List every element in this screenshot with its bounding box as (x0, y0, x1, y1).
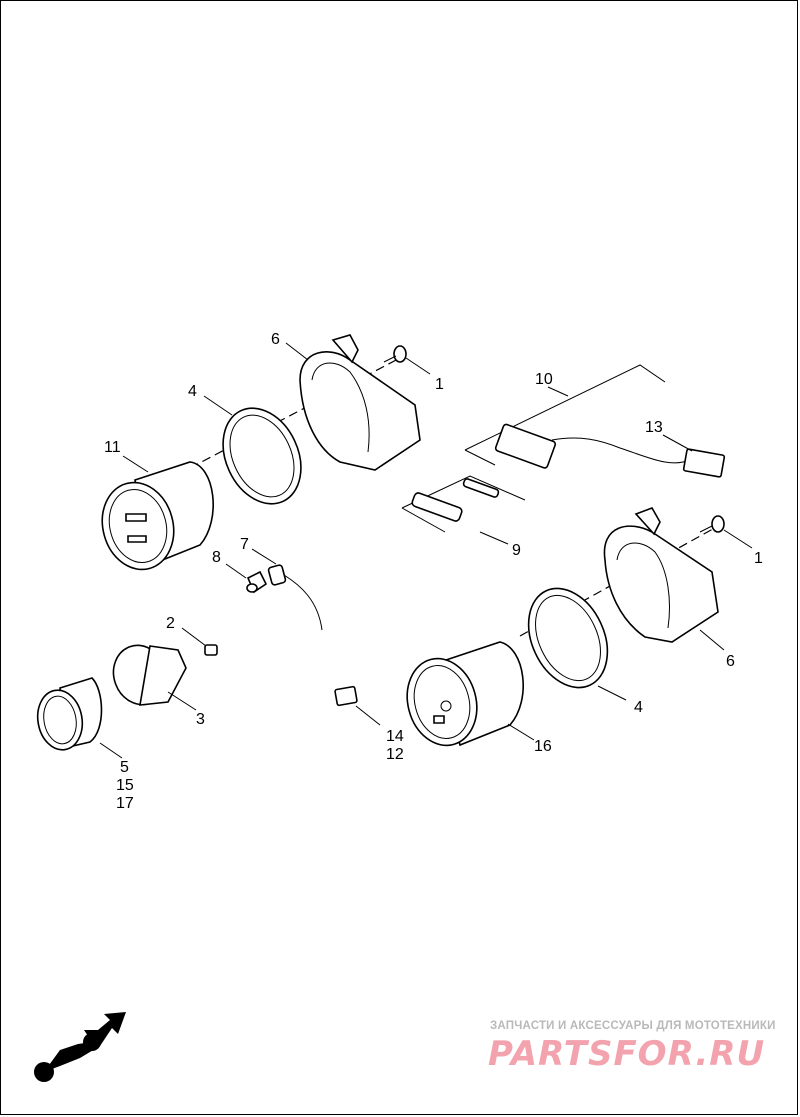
cup-housing-upper (300, 335, 420, 470)
leader-lines (99, 342, 753, 759)
callout-11: 11 (104, 439, 121, 456)
terminal-strip (401, 475, 526, 533)
watermark-brand: PARTSFOR.RU (488, 1034, 766, 1074)
gauge-upper (93, 462, 213, 578)
callout-7: 7 (240, 536, 249, 553)
callout-6-lower: 6 (726, 653, 735, 670)
bracket (105, 638, 186, 712)
screw-upper (384, 346, 406, 362)
callout-12: 12 (386, 746, 404, 763)
callout-1-lower: 1 (754, 550, 763, 567)
callout-15: 15 (116, 777, 134, 794)
callout-10: 10 (535, 371, 553, 388)
callout-4-upper: 4 (188, 383, 197, 400)
callout-1-upper: 1 (435, 376, 444, 393)
bezel-ring-lower (513, 576, 622, 701)
bulb (247, 572, 266, 592)
callout-6-upper: 6 (271, 331, 280, 348)
motorcycle-logo-icon (34, 1012, 126, 1082)
callout-14: 14 (386, 728, 404, 745)
callout-17: 17 (116, 795, 134, 812)
callout-5: 5 (120, 759, 129, 776)
wire-harness (464, 364, 725, 477)
watermark-tagline: ЗАПЧАСТИ И АКСЕССУАРЫ ДЛЯ МОТОТЕХНИКИ (490, 1020, 776, 1032)
callout-16: 16 (534, 738, 552, 755)
gauge-small (33, 678, 101, 753)
gauge-lower (398, 642, 523, 753)
nut (205, 645, 217, 655)
screw-lower (700, 516, 724, 532)
callout-9: 9 (512, 542, 521, 559)
callout-4-lower: 4 (634, 699, 643, 716)
connector-small (335, 686, 357, 705)
callout-2: 2 (166, 615, 175, 632)
bezel-ring-upper (208, 395, 316, 516)
cup-housing-lower (604, 508, 718, 642)
callout-3: 3 (196, 711, 205, 728)
callout-13: 13 (645, 419, 663, 436)
callouts: 6 1 4 11 10 13 9 7 8 2 3 5 15 17 1 6 4 1… (104, 331, 763, 812)
socket-lead (268, 564, 322, 630)
callout-8: 8 (212, 549, 221, 566)
